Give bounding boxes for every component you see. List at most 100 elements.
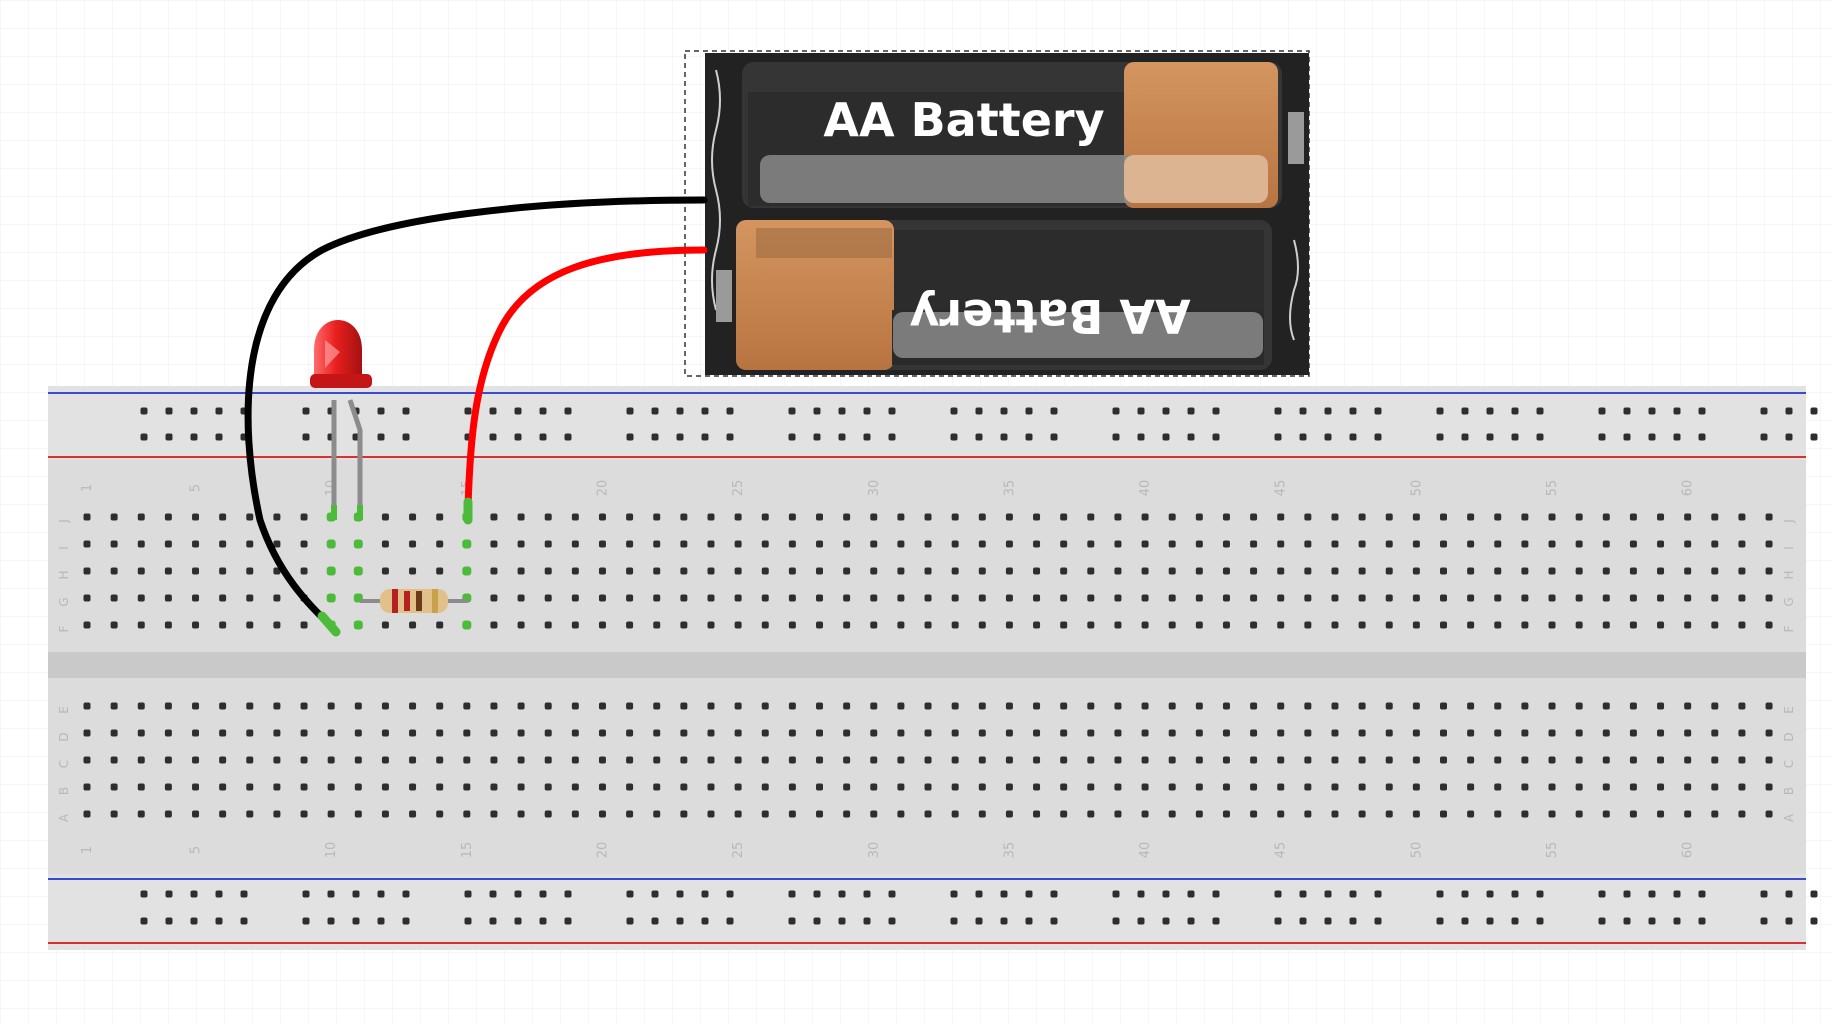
breadboard-hole[interactable] [897, 730, 904, 737]
breadboard-hole[interactable] [111, 811, 118, 818]
rail-hole[interactable] [328, 891, 335, 898]
breadboard-hole[interactable] [735, 568, 742, 575]
breadboard-hole[interactable] [1223, 514, 1230, 521]
breadboard-hole[interactable] [1576, 784, 1583, 791]
breadboard-hole[interactable] [1277, 622, 1284, 629]
breadboard-hole[interactable] [165, 622, 172, 629]
breadboard-hole[interactable] [1277, 730, 1284, 737]
rail-hole[interactable] [166, 918, 173, 925]
breadboard-hole[interactable] [762, 730, 769, 737]
breadboard-hole[interactable] [735, 811, 742, 818]
rail-hole[interactable] [1599, 891, 1606, 898]
breadboard-hole[interactable] [1549, 568, 1556, 575]
breadboard-hole[interactable] [979, 811, 986, 818]
breadboard-hole[interactable] [1684, 514, 1691, 521]
breadboard-hole[interactable] [165, 541, 172, 548]
breadboard-hole[interactable] [1386, 568, 1393, 575]
rail-hole[interactable] [1462, 434, 1469, 441]
breadboard-hole[interactable] [843, 730, 850, 737]
rail-hole[interactable] [1051, 434, 1058, 441]
rail-hole[interactable] [889, 434, 896, 441]
breadboard-hole[interactable] [1359, 568, 1366, 575]
rail-hole[interactable] [216, 408, 223, 415]
breadboard-hole[interactable] [192, 622, 199, 629]
breadboard-hole[interactable] [219, 595, 226, 602]
breadboard-hole[interactable] [952, 568, 959, 575]
breadboard-hole[interactable] [382, 568, 389, 575]
rail-hole[interactable] [1275, 434, 1282, 441]
breadboard-hole[interactable] [762, 541, 769, 548]
breadboard-hole[interactable] [1060, 703, 1067, 710]
breadboard-hole[interactable] [219, 622, 226, 629]
rail-hole[interactable] [1649, 434, 1656, 441]
rail-hole[interactable] [789, 434, 796, 441]
breadboard-hole[interactable] [1169, 784, 1176, 791]
breadboard-hole[interactable] [165, 514, 172, 521]
breadboard-hole[interactable] [1087, 514, 1094, 521]
breadboard-hole[interactable] [1223, 784, 1230, 791]
breadboard-hole[interactable] [382, 541, 389, 548]
breadboard-hole[interactable] [1657, 541, 1664, 548]
breadboard-hole[interactable] [816, 568, 823, 575]
breadboard-hole[interactable] [952, 730, 959, 737]
rail-hole[interactable] [814, 918, 821, 925]
rail-hole[interactable] [789, 408, 796, 415]
breadboard-hole[interactable] [301, 703, 308, 710]
breadboard-hole[interactable] [1603, 730, 1610, 737]
rail-hole[interactable] [353, 891, 360, 898]
breadboard-hole[interactable] [870, 622, 877, 629]
breadboard-hole[interactable] [1359, 811, 1366, 818]
rail-hole[interactable] [465, 408, 472, 415]
breadboard-hole[interactable] [843, 568, 850, 575]
breadboard-hole[interactable] [1033, 595, 1040, 602]
rail-hole[interactable] [1325, 918, 1332, 925]
breadboard-hole[interactable] [1114, 622, 1121, 629]
rail-hole[interactable] [951, 918, 958, 925]
breadboard-hole[interactable] [355, 811, 362, 818]
breadboard-hole[interactable] [1087, 730, 1094, 737]
breadboard-hole[interactable] [572, 703, 579, 710]
rail-hole[interactable] [241, 891, 248, 898]
rail-hole[interactable] [1699, 891, 1706, 898]
breadboard-hole[interactable] [436, 568, 443, 575]
breadboard-hole[interactable] [925, 730, 932, 737]
breadboard-hole[interactable] [707, 595, 714, 602]
breadboard-hole[interactable] [1114, 595, 1121, 602]
breadboard-hole[interactable] [165, 811, 172, 818]
breadboard-hole[interactable] [897, 784, 904, 791]
breadboard-hole[interactable] [1521, 703, 1528, 710]
rail-hole[interactable] [1001, 918, 1008, 925]
rail-hole[interactable] [403, 918, 410, 925]
rail-hole[interactable] [889, 891, 896, 898]
breadboard-hole[interactable] [165, 730, 172, 737]
breadboard-hole[interactable] [1223, 703, 1230, 710]
rail-hole[interactable] [1275, 918, 1282, 925]
rail-hole[interactable] [353, 918, 360, 925]
breadboard-hole[interactable] [1196, 784, 1203, 791]
breadboard-hole[interactable] [1223, 568, 1230, 575]
breadboard-hole[interactable] [1684, 595, 1691, 602]
breadboard-hole[interactable] [925, 784, 932, 791]
breadboard-hole[interactable] [572, 514, 579, 521]
breadboard-hole[interactable] [1142, 703, 1149, 710]
rail-hole[interactable] [727, 918, 734, 925]
rail-hole[interactable] [1437, 434, 1444, 441]
breadboard-hole[interactable] [545, 784, 552, 791]
breadboard-hole[interactable] [545, 811, 552, 818]
breadboard-hole[interactable] [680, 595, 687, 602]
breadboard-hole[interactable] [111, 514, 118, 521]
connected-hole[interactable] [354, 567, 363, 576]
rail-hole[interactable] [378, 891, 385, 898]
breadboard-hole[interactable] [1630, 595, 1637, 602]
breadboard-hole[interactable] [1142, 784, 1149, 791]
breadboard-hole[interactable] [1494, 622, 1501, 629]
rail-hole[interactable] [191, 891, 198, 898]
breadboard-hole[interactable] [1277, 514, 1284, 521]
rail-hole[interactable] [1325, 891, 1332, 898]
breadboard-hole[interactable] [1521, 784, 1528, 791]
breadboard-hole[interactable] [1006, 541, 1013, 548]
breadboard-hole[interactable] [870, 703, 877, 710]
breadboard-hole[interactable] [436, 514, 443, 521]
rail-hole[interactable] [465, 891, 472, 898]
breadboard-hole[interactable] [1087, 784, 1094, 791]
